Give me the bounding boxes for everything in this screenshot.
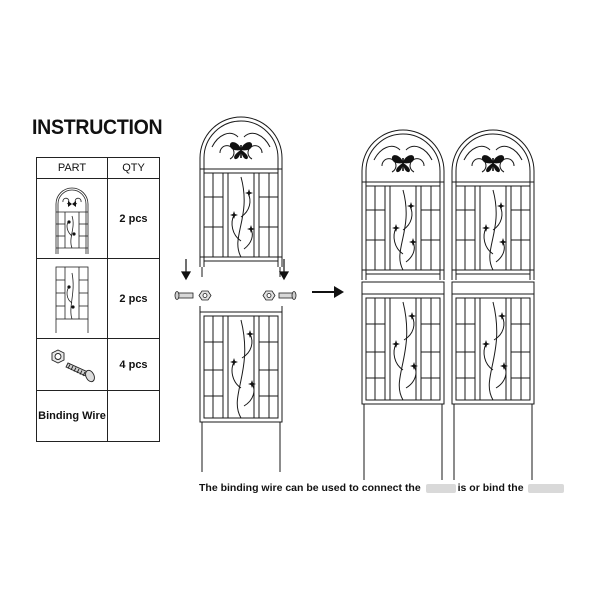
binding-wire-caption: The binding wire can be used to connect … — [199, 482, 566, 494]
panel-legs-top — [201, 267, 281, 277]
instruction-title: INSTRUCTION — [32, 116, 163, 139]
caption-text-1: The binding wire can be used to connect … — [199, 482, 421, 494]
redacted-text-1 — [425, 483, 456, 493]
part-cell-binding-wire: Binding Wire — [36, 390, 108, 442]
qty-cell-bottom-panel: 2 pcs — [107, 258, 160, 339]
bolt-left-icon — [174, 290, 212, 301]
qty-header: QTY — [107, 157, 160, 179]
assembled-trellis-2 — [451, 130, 535, 480]
part-cell-top-panel — [36, 178, 108, 259]
assembled-trellis-1 — [361, 130, 445, 480]
caption-text-2: is or bind the — [457, 482, 524, 494]
exploded-top-panel — [200, 117, 282, 267]
parts-table: PART QTY — [36, 157, 160, 442]
qty-cell-hardware: 4 pcs — [107, 338, 160, 391]
trellis-top-panel-icon — [55, 187, 89, 254]
bolt-and-nut-icon — [51, 348, 95, 382]
redacted-text-2 — [528, 483, 565, 493]
down-arrow-right — [278, 259, 290, 281]
down-arrow-left — [180, 259, 192, 281]
qty-cell-binding-wire — [107, 390, 160, 442]
bolt-right-icon — [262, 290, 297, 301]
right-arrow-icon — [312, 286, 344, 298]
panel-legs-bottom — [199, 306, 283, 312]
trellis-bottom-panel-icon — [55, 266, 89, 333]
exploded-bottom-panel — [200, 312, 282, 472]
qty-cell-top-panel: 2 pcs — [107, 178, 160, 259]
